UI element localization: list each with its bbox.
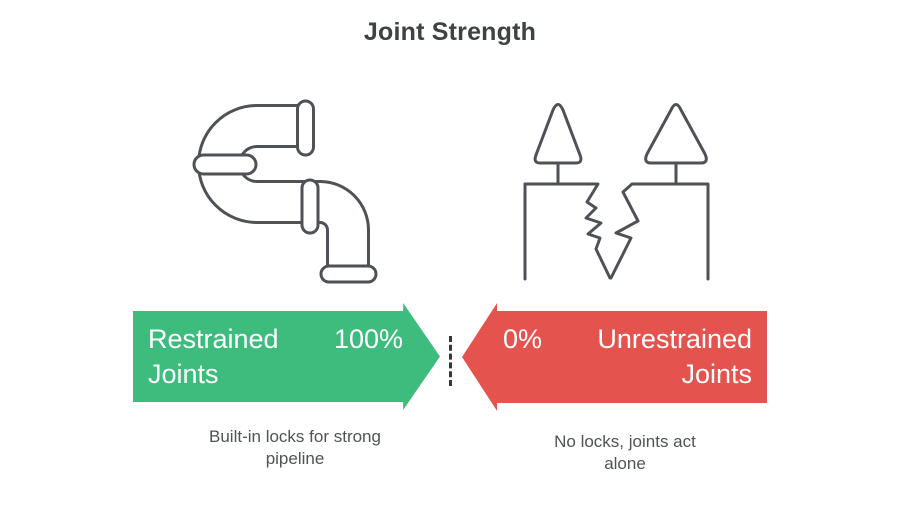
cracked-joint-icon <box>523 103 710 281</box>
pipe-coupling-top <box>296 99 315 157</box>
marker-triangle-left <box>533 103 583 165</box>
pipe-coupling-bottom <box>319 264 378 284</box>
block-right-with-crack <box>609 182 710 281</box>
page-title: Joint Strength <box>363 18 537 46</box>
unrestrained-joints-arrow: 0% Unrestrained Joints <box>462 303 767 411</box>
pipe-coupling-left <box>192 153 258 176</box>
restrained-joints-label: Restrained Joints <box>148 323 279 389</box>
unrestrained-joints-label: Unrestrained Joints <box>597 324 752 389</box>
pipe-icon <box>192 99 378 284</box>
restrained-joints-arrow: Restrained Joints 100% <box>133 303 440 410</box>
unrestrained-caption: No locks, joints act alone <box>554 432 696 473</box>
unrestrained-joints-value: 0% <box>503 324 543 354</box>
restrained-joints-value: 100% <box>333 323 403 354</box>
marker-triangle-right <box>644 103 708 165</box>
center-dashed-divider <box>449 336 452 386</box>
restrained-caption: Built-in locks for strong pipeline <box>209 427 381 468</box>
block-left-with-crack <box>523 182 612 281</box>
pipe-coupling-middle <box>300 178 320 235</box>
